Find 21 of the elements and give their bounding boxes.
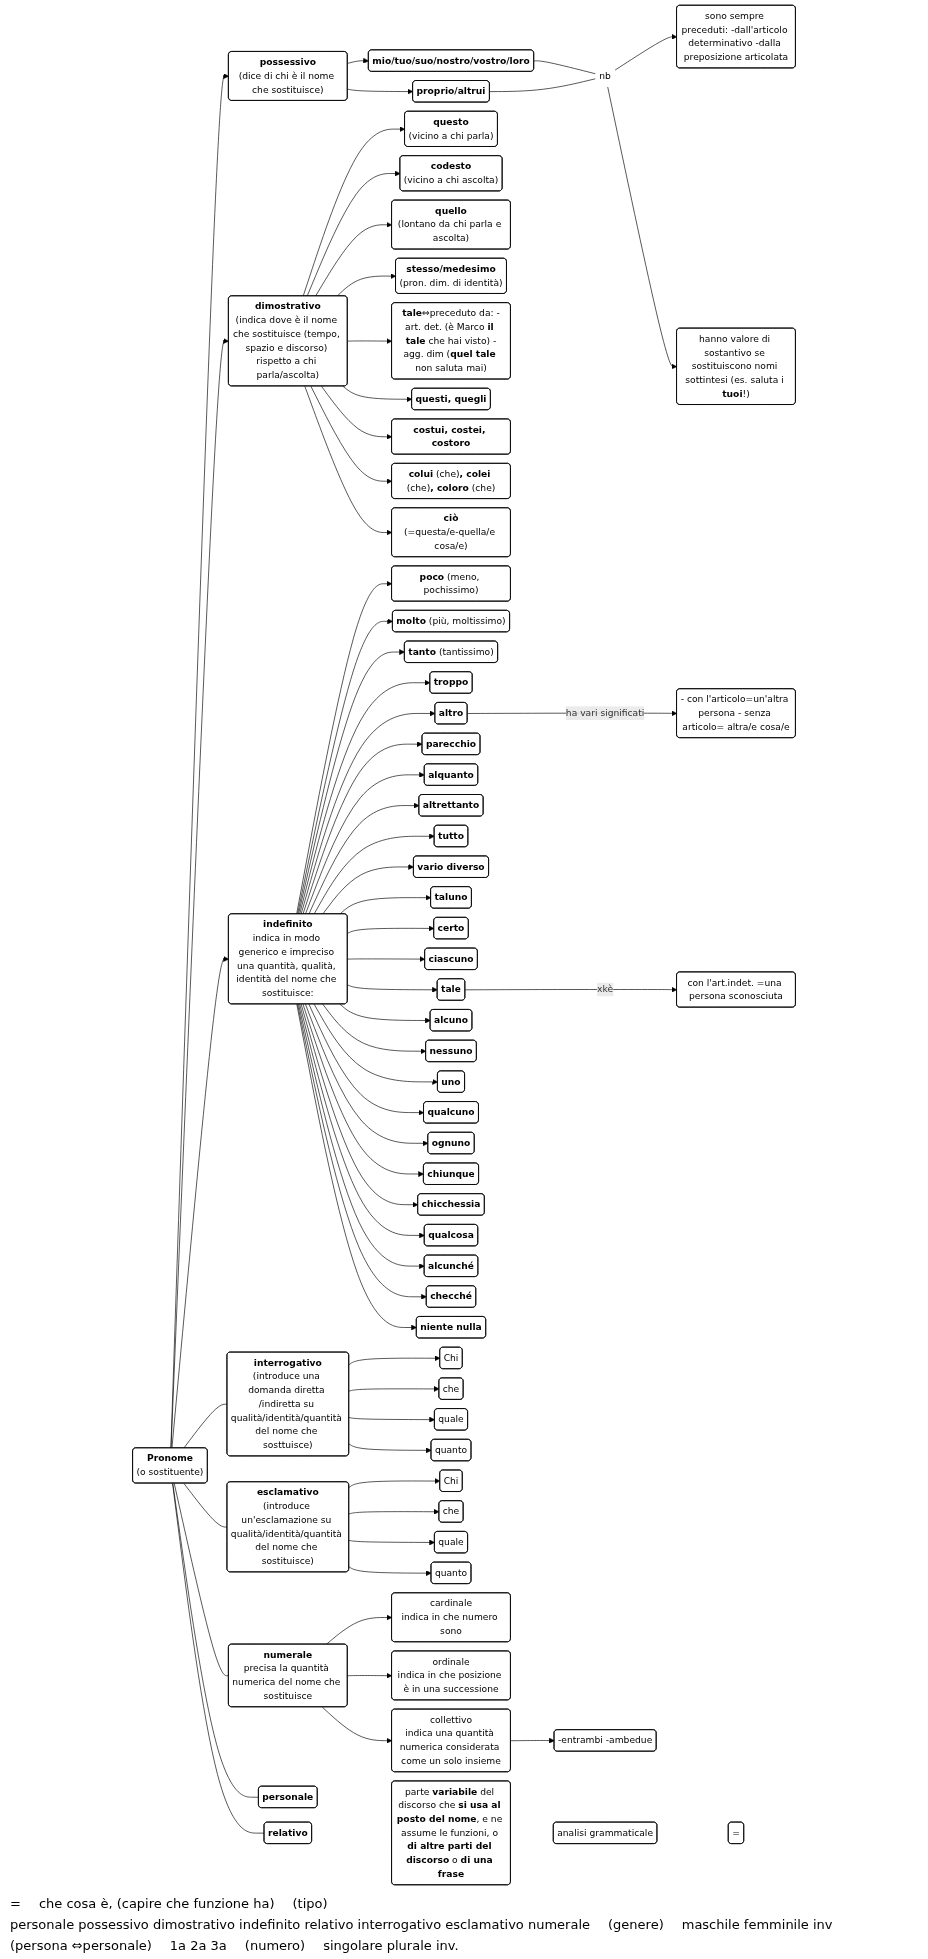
connector bbox=[172, 1483, 260, 1798]
note-text: (persona ⇔personale) bbox=[10, 1938, 152, 1953]
edge-label: xkè bbox=[597, 983, 614, 995]
note-text: (genere) bbox=[608, 1917, 664, 1932]
note-text: = bbox=[10, 1896, 21, 1911]
connector bbox=[183, 1483, 228, 1528]
note-text: maschile femminile inv bbox=[681, 1917, 833, 1932]
connector bbox=[533, 60, 597, 75]
connector bbox=[489, 78, 597, 92]
connector bbox=[173, 1483, 230, 1677]
note-text: 1a 2a 3a bbox=[169, 1938, 227, 1953]
connector bbox=[172, 1483, 265, 1834]
note-text: (numero) bbox=[244, 1938, 306, 1953]
node-text: nb bbox=[599, 70, 611, 81]
note-text: che cosa è, (capire che funzione ha) bbox=[38, 1896, 275, 1911]
concept-map: ha vari significati xkè Pronome (o sostituente) parte variabile del discorso che si usa al posto del nome, e ne assume le funzioni, o di altre parti del discorso o di una frase possessivo (dice di chi è il nome che sostituisce) mio/tuo/suo/nostro/vostro/loro proprio/altrui nb sono sempre preceduti: -dall'articolo determinativo -dalla preposizione articolata hanno valore di sostantivo se sostituiscono nomi sottintesi (es. saluta i tuoi!) dimostrativo (indica dove è il nome che sostituisce (tempo, spazio e discorso) rispetto a chi parla/ascolta) questo (vicino a chi parla) codesto (vicino a chi ascolta) quello (lontano da chi parla e ascolta) stesso/medesimo (pron. dim. di identità) tale⇔preceduto da: -art. det. (è Marco il tale che hai visto) -agg. dim (quel tale non saluta mai) questi, quegli costui, costei, costoro colui (che), colei (che), coloro (che) ciò (=questa/e-quella/e cosa/e) indefinito indica in modo generico e impreciso una quantità, qualità, identità del nome che sostituisce: poco (meno, pochissimo) molto (più, moltissimo) tanto (tantissimo) troppo altro - con l'articolo=un'altra persona - senza articolo= altra/e cosa/e parecchio alquanto altrettanto tutto vario diverso taluno certo ciascuno tale con l'art.indet. =una persona sconosciuta alcuno nessuno uno qualcuno ognuno chiunque chicchessia qualcosa alcunché checché niente nulla interrogativo (introduce una domanda diretta /indiretta su qualità/identità/quantità del nome che sosttuisce) Chi che quale quanto esclamativo (introduce un'esclamazione su qualità/identità/quantità del nome che sostituisce) Chi che quale quanto numerale precisa la quantità numerica del nome che sostituisce cardinale indica in che numero sono ordinale indica in che posizione è in una successione collettivo indica una quantità numerica considerata come un solo insieme -entrambi -ambedue personale relativo analisi grammaticale = bbox=[0, 0, 928, 1890]
edge-label: ha vari significati bbox=[565, 707, 645, 719]
note-text: (tipo) bbox=[292, 1896, 328, 1911]
connector bbox=[183, 1403, 228, 1449]
note-text: personale possessivo dimostrativo indefinito relativo interrogativo esclamativo numerale bbox=[10, 1917, 590, 1932]
note-text: singolare plurale inv. bbox=[323, 1938, 459, 1953]
